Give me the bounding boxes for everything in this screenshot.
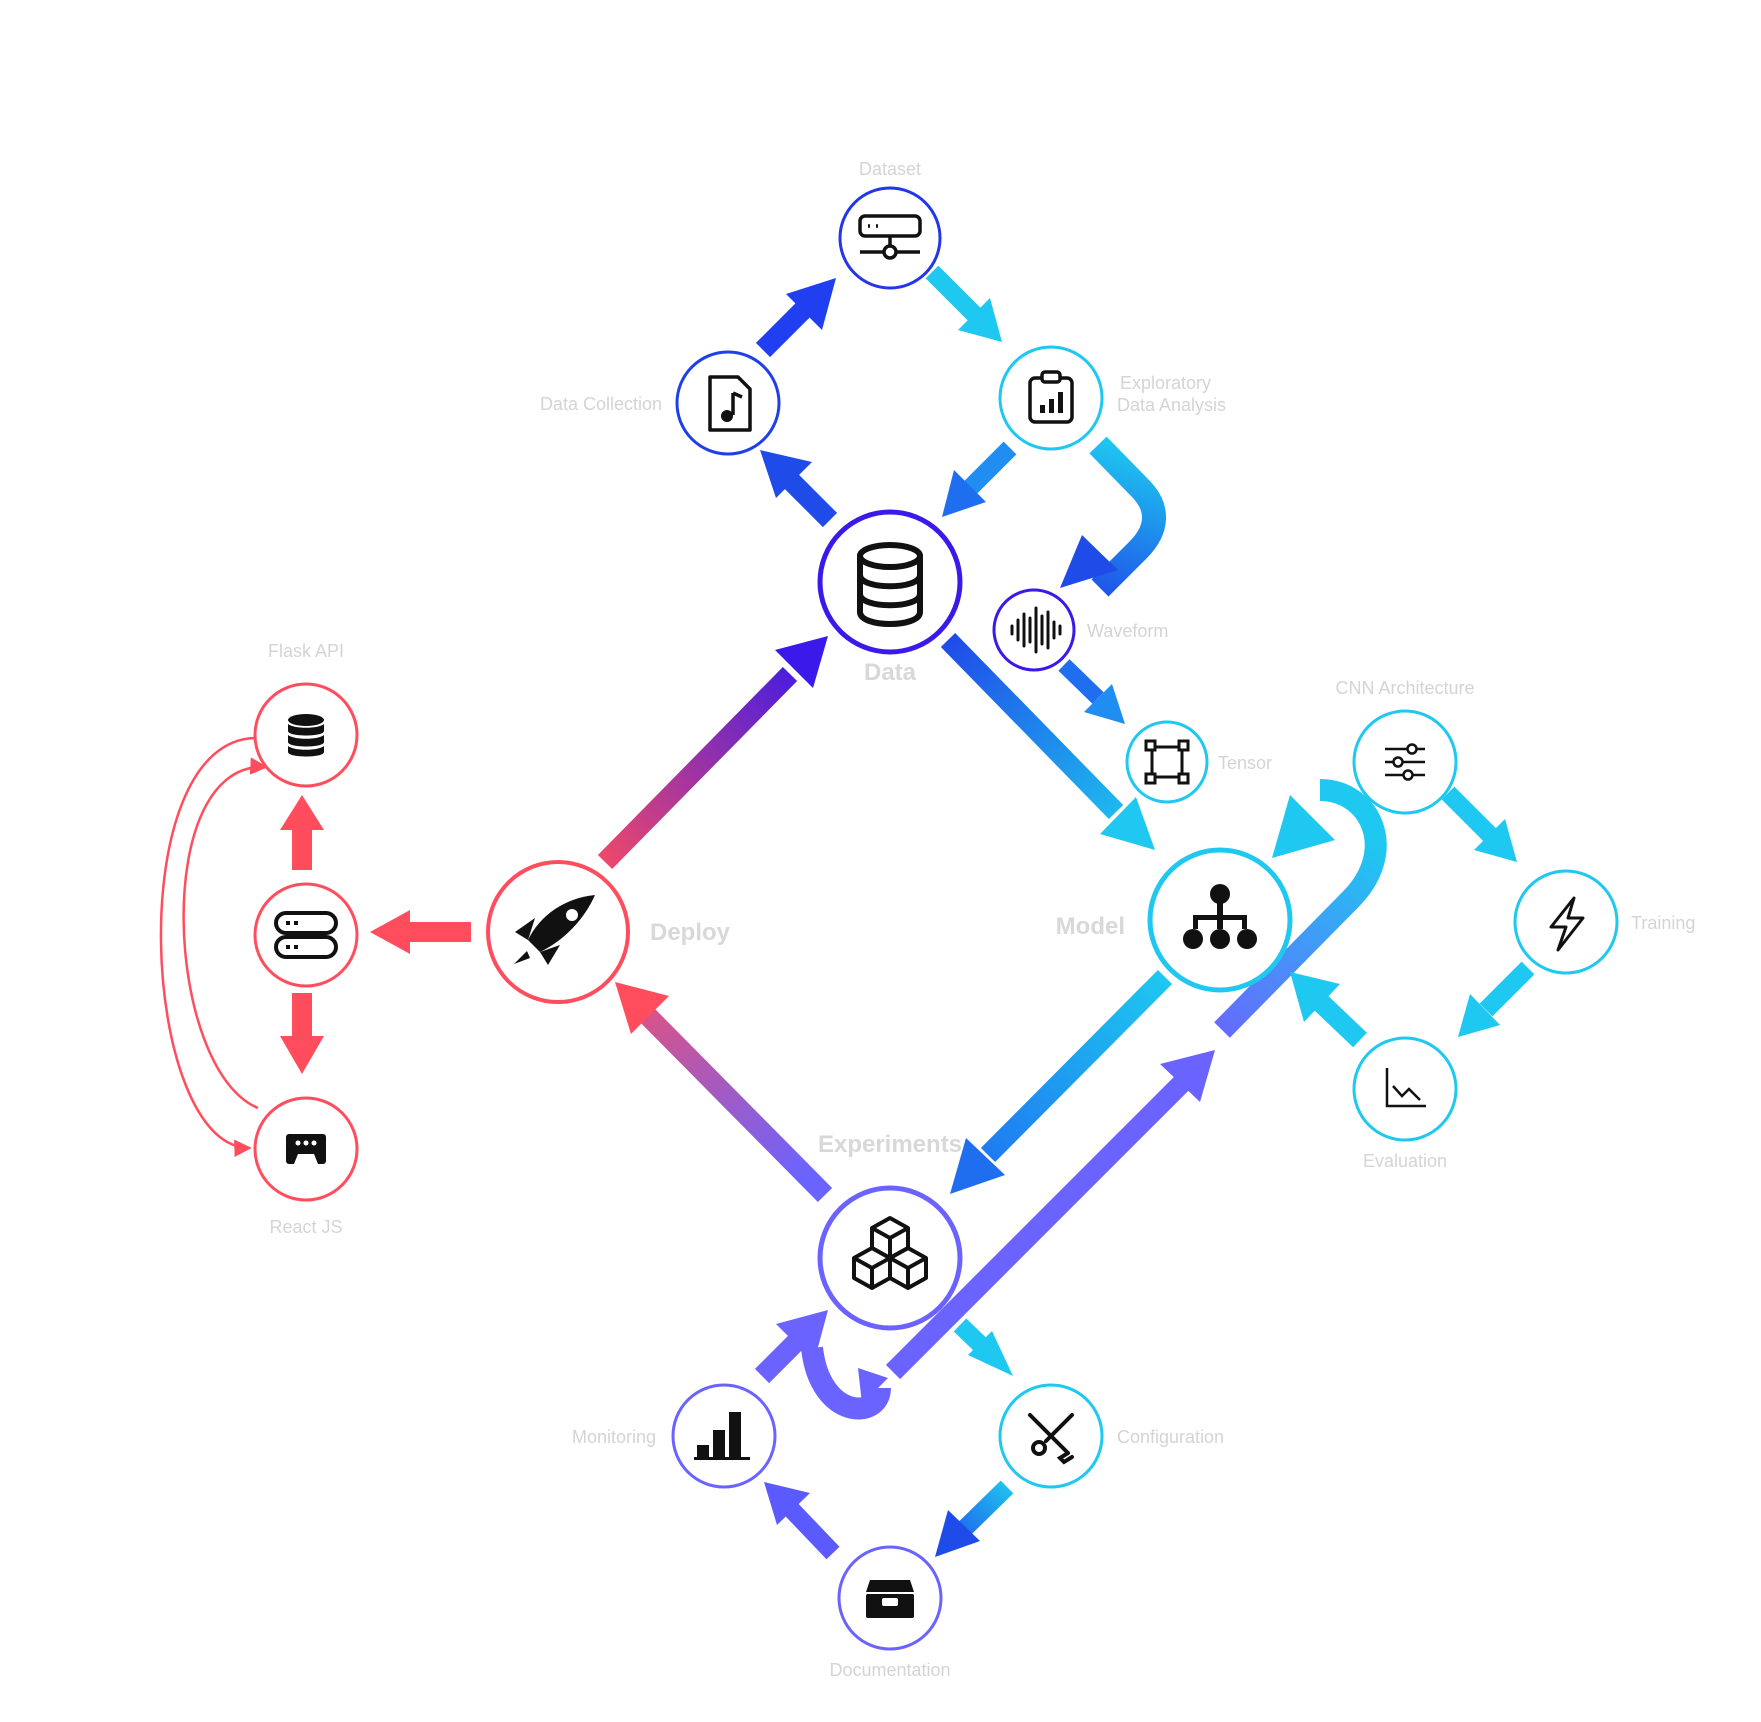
lightning-icon <box>1549 896 1585 952</box>
model-hub-label: Model <box>1056 913 1125 940</box>
react-js-node[interactable]: React JS <box>253 1096 359 1237</box>
clipboard-chart-icon <box>1028 370 1074 424</box>
documentation-node[interactable]: Documentation <box>829 1545 951 1680</box>
training-label: Training <box>1631 913 1695 933</box>
connectors <box>159 265 1535 1560</box>
experiments-hub-label: Experiments <box>818 1131 962 1158</box>
arrow-data-collection-to-dataset <box>755 278 836 358</box>
line-chart-icon <box>1385 1068 1426 1108</box>
tools-icon <box>1028 1413 1074 1465</box>
bar-chart-icon <box>694 1412 750 1460</box>
eda-label-line2: Data Analysis <box>1117 395 1226 415</box>
tensor-label: Tensor <box>1218 753 1272 773</box>
waveform-node[interactable]: Waveform <box>992 588 1168 672</box>
sliders-icon <box>1385 743 1425 781</box>
arrow-deploy-to-data <box>597 636 828 870</box>
tensor-node[interactable]: Tensor <box>1125 720 1272 804</box>
evaluation-label: Evaluation <box>1363 1151 1447 1171</box>
flask-api-node[interactable]: Flask API <box>253 641 359 788</box>
server-network-icon <box>858 214 922 260</box>
arrow-monitoring-to-model <box>801 1050 1215 1420</box>
sitemap-icon <box>1183 884 1257 949</box>
cassette-icon <box>286 1134 326 1164</box>
arrow-evaluation-to-model <box>1290 972 1367 1048</box>
arrow-model-to-experiments <box>950 969 1173 1194</box>
arrow-deploy-to-servers <box>370 910 471 954</box>
curve-react-to-flask <box>182 757 268 1110</box>
arrow-eda-to-waveform <box>1060 436 1166 597</box>
database-icon <box>857 542 923 627</box>
evaluation-node[interactable]: Evaluation <box>1352 1036 1458 1171</box>
arrow-data-to-model <box>940 633 1155 850</box>
arrow-monitoring-to-experiments <box>754 1310 828 1384</box>
monitoring-node[interactable]: Monitoring <box>572 1383 777 1489</box>
waveform-label: Waveform <box>1087 621 1168 641</box>
arrow-experiments-loop-to-model <box>1214 779 1387 1038</box>
flask-api-label: Flask API <box>268 641 344 661</box>
arrow-data-to-data-collection <box>760 450 838 528</box>
cnn-architecture-label: CNN Architecture <box>1335 678 1474 698</box>
arrow-experiments-to-deploy <box>615 982 833 1203</box>
arrow-servers-to-react <box>280 993 324 1074</box>
audio-file-icon <box>708 375 752 432</box>
data-hub-node[interactable]: Data <box>817 509 963 686</box>
waveform-icon <box>1010 606 1062 654</box>
arrow-eda-to-data <box>942 441 1017 517</box>
arrow-servers-to-flask <box>280 795 324 870</box>
data-collection-node[interactable]: Data Collection <box>540 350 781 456</box>
documentation-label: Documentation <box>829 1660 950 1680</box>
archive-box-icon <box>866 1580 914 1618</box>
arrow-waveform-to-tensor <box>1058 659 1125 724</box>
eda-node[interactable]: Exploratory Data Analysis <box>998 345 1226 451</box>
cnn-architecture-node[interactable]: CNN Architecture <box>1335 678 1475 815</box>
configuration-node[interactable]: Configuration <box>998 1383 1224 1489</box>
database-icon <box>288 714 324 757</box>
arrow-documentation-to-monitoring <box>764 1482 840 1560</box>
training-node[interactable]: Training <box>1513 869 1695 975</box>
servers-node[interactable] <box>253 882 359 988</box>
data-hub-label: Data <box>864 659 917 686</box>
deploy-hub-node[interactable]: Deploy <box>486 860 731 1004</box>
dataset-node[interactable]: Dataset <box>838 159 942 290</box>
arrow-configuration-to-documentation <box>935 1480 1014 1557</box>
curve-flask-to-react <box>159 736 259 1157</box>
model-hub-node[interactable]: Model <box>1056 847 1293 993</box>
cubes-icon <box>852 1216 928 1290</box>
dataset-label: Dataset <box>859 159 921 179</box>
deploy-hub-label: Deploy <box>650 919 731 946</box>
servers-icon <box>274 911 338 959</box>
eda-label-line1: Exploratory <box>1120 373 1211 393</box>
monitoring-label: Monitoring <box>572 1427 656 1447</box>
rocket-icon <box>514 895 595 965</box>
react-js-label: React JS <box>269 1217 342 1237</box>
vector-square-icon <box>1144 739 1190 785</box>
configuration-label: Configuration <box>1117 1427 1224 1447</box>
experiments-hub-node[interactable]: Experiments <box>817 1131 963 1331</box>
arrow-cnn-to-training <box>1441 786 1517 862</box>
arrow-dataset-to-eda <box>925 265 1002 342</box>
arrow-training-to-evaluation <box>1458 961 1535 1037</box>
data-collection-label: Data Collection <box>540 394 662 414</box>
arrow-experiments-to-configuration <box>953 1318 1013 1376</box>
